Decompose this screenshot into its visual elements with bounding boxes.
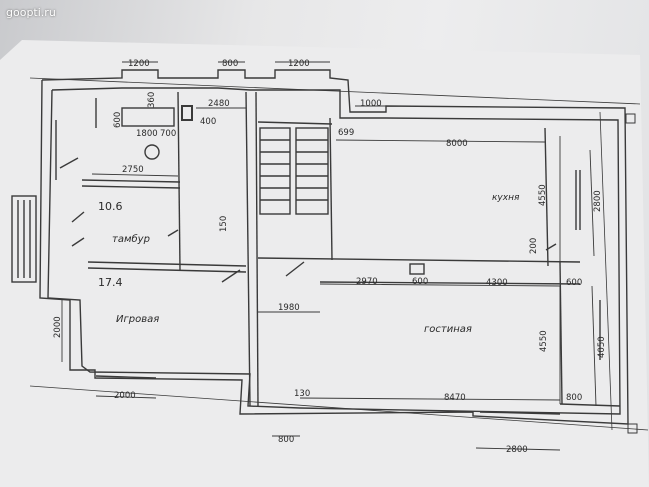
paper-sheet bbox=[0, 40, 649, 487]
dim-4550-kitchen: 4550 bbox=[538, 184, 548, 206]
dim-360: 360 bbox=[147, 92, 157, 108]
dim-2800-bottom: 2800 bbox=[506, 445, 528, 455]
dim-800-right: 800 bbox=[566, 393, 582, 403]
dim-1000: 1000 bbox=[360, 99, 382, 109]
dim-200: 200 bbox=[529, 238, 539, 254]
room-living-name: гостиная bbox=[424, 324, 472, 335]
dim-600-mid: 600 bbox=[412, 277, 428, 287]
dim-1200-right: 1200 bbox=[288, 59, 310, 69]
room-vestibule-name: тамбур bbox=[112, 233, 150, 245]
dim-699: 699 bbox=[338, 128, 354, 138]
dim-150: 150 bbox=[219, 216, 229, 232]
room-playroom-area: 17.4 bbox=[98, 276, 123, 289]
dim-2800-right: 2800 bbox=[593, 190, 603, 212]
dim-8470: 8470 bbox=[444, 393, 466, 403]
dim-8000: 8000 bbox=[446, 139, 468, 149]
room-vestibule-area: 10.6 bbox=[98, 200, 123, 213]
dim-1800: 1800 bbox=[136, 129, 158, 139]
dim-4050: 4050 bbox=[597, 336, 607, 358]
dim-800-top: 800 bbox=[222, 59, 238, 69]
dim-2000-left: 2000 bbox=[53, 316, 63, 338]
watermark: goopti.ru bbox=[6, 6, 56, 19]
dim-400: 400 bbox=[200, 117, 216, 127]
dim-4300: 4300 bbox=[486, 278, 508, 288]
dim-700: 700 bbox=[160, 129, 176, 139]
dimension-labels: 1200 800 1200 1000 360 600 1800 700 400 … bbox=[53, 59, 607, 455]
room-playroom-name: Игровая bbox=[116, 314, 159, 325]
dim-130: 130 bbox=[294, 389, 310, 399]
dim-1200-left: 1200 bbox=[128, 59, 150, 69]
dim-600-right: 600 bbox=[566, 278, 582, 288]
dim-2000-bottom: 2000 bbox=[114, 391, 136, 401]
dim-2480: 2480 bbox=[208, 99, 230, 109]
room-kitchen-name: кухня bbox=[492, 193, 520, 203]
room-labels: 10.6 тамбур 17.4 Игровая кухня гостиная bbox=[98, 193, 520, 335]
outer-walls bbox=[11, 61, 649, 451]
dim-2750: 2750 bbox=[122, 165, 144, 175]
dim-800-bottom: 800 bbox=[278, 435, 294, 445]
dim-4550-living: 4550 bbox=[539, 330, 549, 352]
dim-600: 600 bbox=[113, 112, 123, 128]
dim-2970: 2970 bbox=[356, 277, 378, 287]
dim-1980: 1980 bbox=[278, 303, 300, 313]
